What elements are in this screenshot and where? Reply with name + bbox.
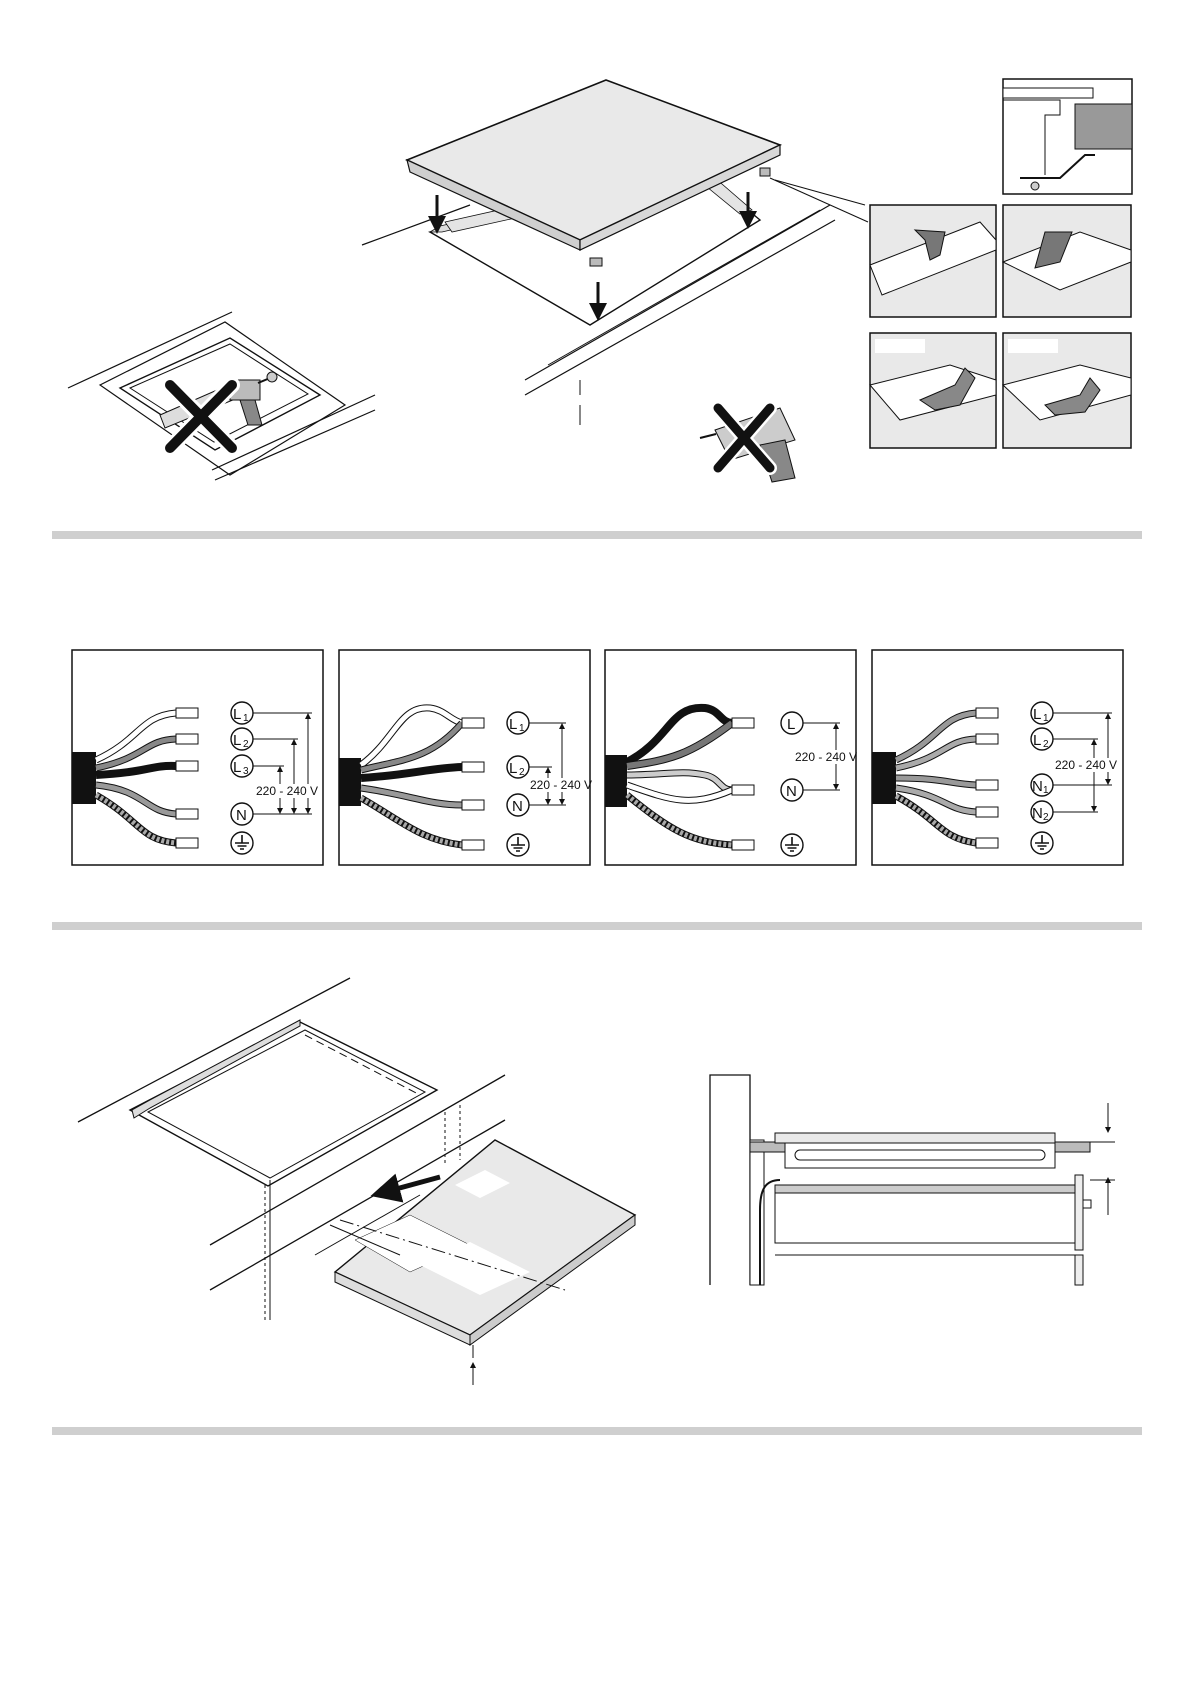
wiring-panel-3: L N 220 - 240 V [605,650,857,865]
wiring-panel-1: L 1 L 2 L 3 N 220 - 240 V [72,650,323,865]
terminal-subscript: 1 [1043,785,1049,796]
terminal-label: L [233,759,241,776]
terminal-subscript: 1 [1043,713,1049,724]
terminal-label: L [1033,732,1041,749]
terminal-label: L [787,716,795,733]
voltage-label: 220 - 240 V [795,750,857,764]
terminal-subscript: 2 [243,739,249,750]
terminal-label: L [509,760,517,777]
worktop-cutout-with-shelf-illustration [78,978,635,1385]
earth-ground-icon [231,832,253,854]
terminal-label: N [512,798,523,815]
terminal-label: L [509,716,517,733]
terminal-label: N [1032,805,1043,822]
section-separator [52,531,1142,539]
terminal-subscript: 1 [519,723,525,734]
clip-detail-panels [870,79,1132,448]
terminal-subscript: 2 [1043,739,1049,750]
terminal-label: N [236,807,247,824]
section-separator [52,1427,1142,1435]
cross-section-installation-illustration [710,1075,1115,1285]
section-separator [52,922,1142,930]
wiring-panel-2: L 1 L 2 N 220 - 240 V [339,650,592,865]
earth-ground-icon [507,834,529,856]
hob-placement-illustration [362,80,868,425]
wiring-panel-4: L 1 L 2 N 1 N 2 220 - 240 V [872,650,1123,865]
drill-prohibited-illustration [700,408,795,482]
earth-ground-icon [781,834,803,856]
voltage-label: 220 - 240 V [530,778,592,792]
terminal-subscript: 2 [1043,812,1049,823]
terminal-label: L [233,732,241,749]
terminal-label: L [1033,706,1041,723]
earth-ground-icon [1031,832,1053,854]
terminal-label: N [1032,778,1043,795]
terminal-label: N [786,783,797,800]
terminal-label: L [233,706,241,723]
terminal-subscript: 3 [243,766,249,777]
terminal-subscript: 1 [243,713,249,724]
voltage-label: 220 - 240 V [256,784,318,798]
voltage-label: 220 - 240 V [1055,758,1117,772]
silicone-gun-prohibited-illustration [68,312,375,480]
terminal-subscript: 2 [519,767,525,778]
